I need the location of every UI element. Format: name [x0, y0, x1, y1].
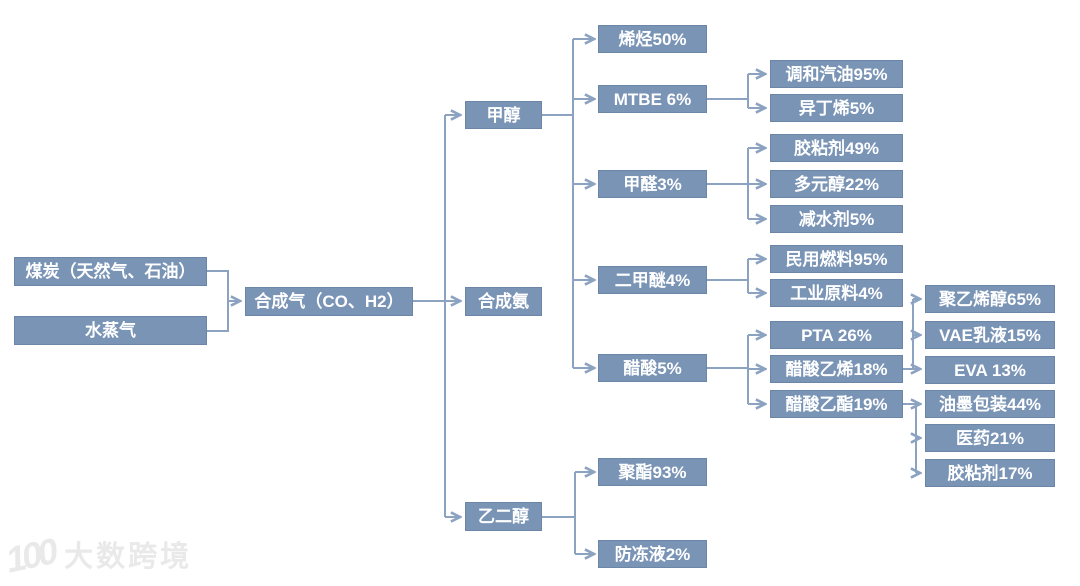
node-acetic-acid: 醋酸5%	[598, 354, 707, 382]
node-adhesive-17: 胶粘剂17%	[925, 459, 1055, 487]
watermark-100-icon: 100	[2, 530, 58, 581]
node-mtbe: MTBE 6%	[598, 85, 707, 113]
node-dme: 二甲醚4%	[598, 266, 707, 294]
node-pva: 聚乙烯醇65%	[925, 285, 1055, 313]
watermark-text: 大数跨境	[64, 541, 193, 574]
node-polyester: 聚酯93%	[598, 458, 707, 486]
node-methanol: 甲醇	[465, 101, 542, 129]
connector-acetic-stub	[707, 335, 749, 404]
node-coal: 煤炭（天然气、石油）	[14, 257, 207, 286]
node-blended-gasoline: 调和汽油95%	[770, 60, 903, 88]
node-ink-packaging: 油墨包装44%	[925, 390, 1055, 418]
node-pta: PTA 26%	[770, 321, 903, 349]
connector-dme-stub	[707, 259, 749, 293]
node-water-reducer: 减水剂5%	[770, 205, 903, 233]
node-olefins: 烯烃50%	[598, 25, 707, 53]
connector-glycol-stub	[542, 472, 576, 554]
node-industrial-raw: 工业原料4%	[770, 279, 903, 307]
watermark-logo: 100 大数跨境	[2, 530, 193, 580]
node-adhesive-49: 胶粘剂49%	[770, 134, 903, 162]
node-eva: EVA 13%	[925, 356, 1055, 384]
connector-mtbe-stub	[707, 74, 749, 108]
node-polyol: 多元醇22%	[770, 170, 903, 198]
node-antifreeze: 防冻液2%	[598, 540, 707, 568]
node-isobutylene: 异丁烯5%	[770, 94, 903, 122]
node-ammonia: 合成氨	[465, 287, 542, 316]
node-pharma: 医药21%	[925, 424, 1055, 452]
node-civil-fuel: 民用燃料95%	[770, 245, 903, 273]
connector-methanol-stub	[542, 39, 574, 368]
node-glycol: 乙二醇	[465, 502, 542, 531]
node-vinyl-acetate: 醋酸乙烯18%	[770, 355, 903, 383]
connector-formaldehyde-stub	[707, 148, 749, 219]
node-formaldehyde: 甲醛3%	[598, 170, 707, 198]
node-vae-emulsion: VAE乳液15%	[925, 321, 1055, 349]
connector-coal-steam-bracket	[207, 270, 229, 332]
node-syngas: 合成气（CO、H2）	[245, 287, 413, 316]
node-steam: 水蒸气	[14, 316, 207, 345]
node-ethyl-acetate: 醋酸乙酯19%	[770, 390, 903, 418]
